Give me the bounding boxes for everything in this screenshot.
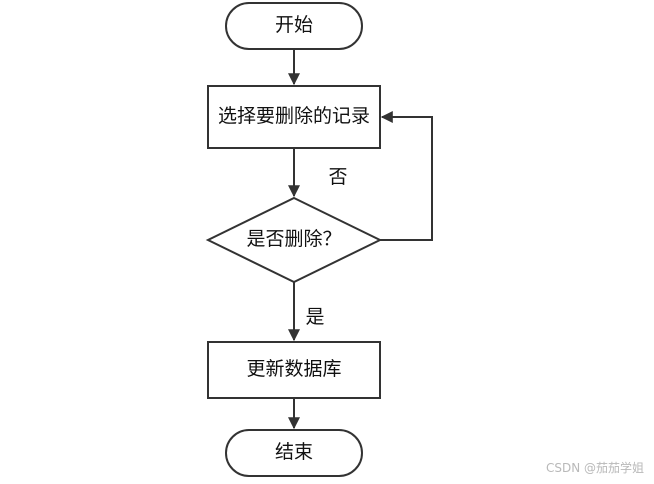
select-record-label: 选择要删除的记录	[218, 105, 370, 127]
select-record-node: 选择要删除的记录	[207, 85, 381, 149]
update-database-label: 更新数据库	[246, 358, 341, 380]
start-label: 开始	[275, 14, 313, 36]
start-node: 开始	[225, 2, 363, 50]
end-node: 结束	[225, 429, 363, 477]
yes-label: 是	[305, 306, 324, 328]
watermark-text: CSDN @茄茄学姐	[545, 461, 644, 475]
decision-label: 是否删除？	[246, 228, 341, 250]
no-label: 否	[328, 166, 347, 188]
decision-node: 是否删除？	[205, 196, 383, 284]
update-database-node: 更新数据库	[207, 341, 381, 399]
edge-decision-loop-back	[380, 111, 433, 241]
end-label: 结束	[275, 441, 313, 463]
